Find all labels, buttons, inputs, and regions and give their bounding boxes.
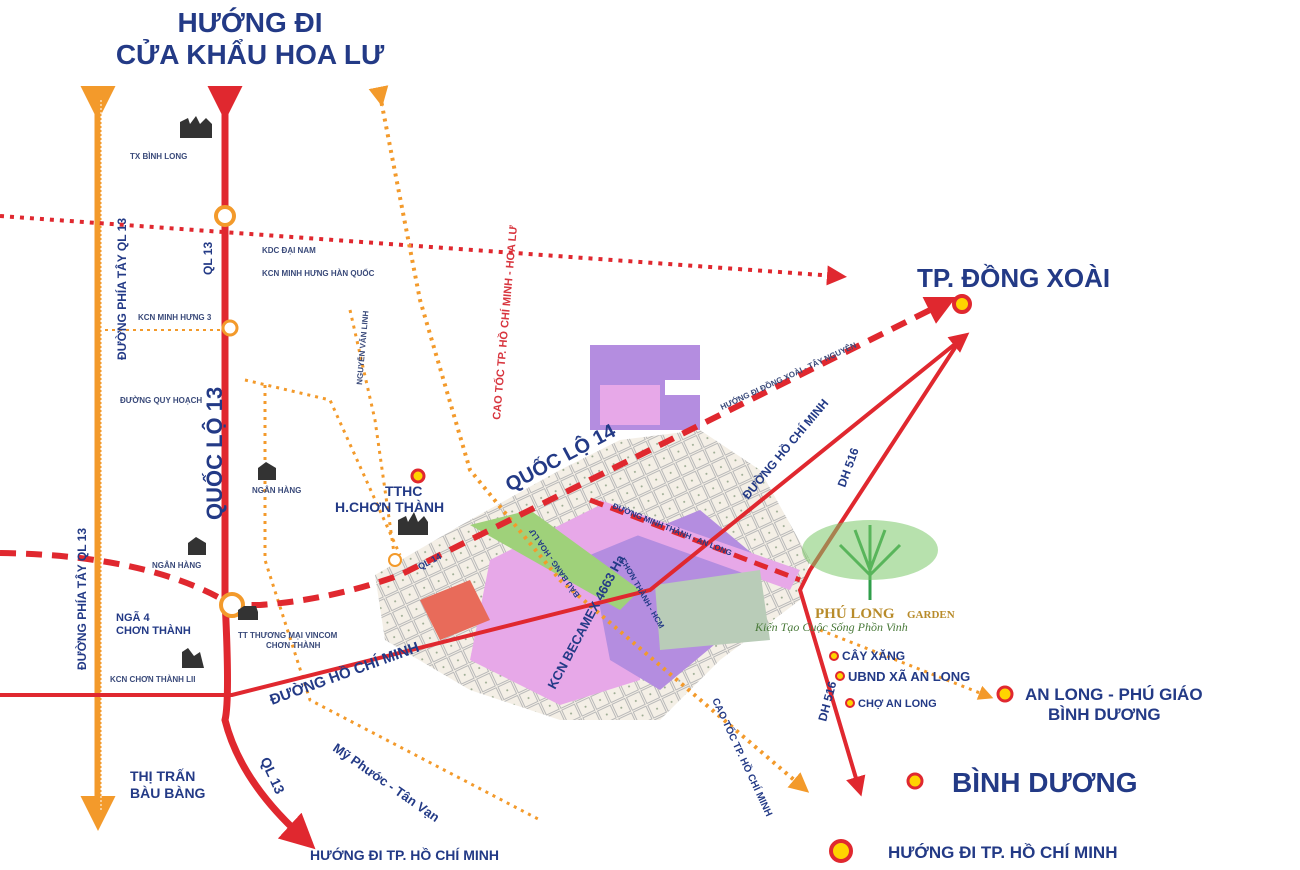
label-binh-duong: BÌNH DƯƠNG xyxy=(952,767,1138,798)
poi-marker xyxy=(829,651,839,661)
road-cao-toc xyxy=(368,85,810,793)
label-kdc-dai-nam: KDC ĐẠI NAM xyxy=(262,246,316,255)
title-line-1: HƯỚNG ĐI xyxy=(177,7,322,38)
label-dong-xoai: TP. ĐỒNG XOÀI xyxy=(917,263,1110,293)
label-dh516-north: DH 516 xyxy=(835,446,862,489)
logo-tagline: Kiến Tạo Cuộc Sống Phồn Vinh xyxy=(754,620,908,634)
label-my-phuoc-tan-van: Mỹ Phước - Tân Vạn xyxy=(330,740,442,825)
label-ngan-hang-1: NGÂN HÀNG xyxy=(252,486,301,495)
label-kcn-minh-hung-hq: KCN MINH HƯNG HÀN QUỐC xyxy=(262,268,375,278)
mall-icon xyxy=(238,606,258,620)
road-dh516 xyxy=(797,338,962,797)
phu-long-garden-logo: PHÚ LONG GARDEN Kiến Tạo Cuộc Sống Phồn … xyxy=(754,520,955,634)
road-duong-phia-tay xyxy=(80,86,116,831)
label-kcn-chon-thanh: KCN CHƠN THÀNH LII xyxy=(110,675,195,684)
tthc-marker xyxy=(410,468,426,484)
logo-name: PHÚ LONG xyxy=(815,605,895,622)
label-vincom-2: CHƠN THÀNH xyxy=(266,641,321,650)
label-hcm-legend: HƯỚNG ĐI TP. HỒ CHÍ MINH xyxy=(888,843,1117,862)
tthc-junction-marker xyxy=(388,553,402,567)
label-an-long-1: AN LONG - PHÚ GIÁO xyxy=(1025,685,1203,704)
bank-icon xyxy=(258,462,276,480)
bank-icon xyxy=(188,537,206,555)
junction-marker xyxy=(214,205,236,227)
label-ubnd: UBND XÃ AN LONG xyxy=(848,669,970,684)
label-tx-binh-long: TX BÌNH LONG xyxy=(130,152,187,161)
logo-suffix: GARDEN xyxy=(907,609,955,621)
label-duong-phia-tay-bottom: ĐƯỜNG PHÍA TÂY QL 13 xyxy=(74,528,89,670)
road-duong-ho-chi-minh xyxy=(0,332,970,697)
label-bau-bang-1: THỊ TRẤN xyxy=(130,768,195,784)
road-ql13 xyxy=(207,86,316,850)
label-tthc-1: TTHC xyxy=(385,483,422,499)
factory-icon xyxy=(182,648,204,668)
road-an-long-link xyxy=(819,628,994,700)
dong-xoai-marker xyxy=(952,294,972,314)
junction-nga4-marker xyxy=(219,592,245,618)
label-cao-toc-north: CAO TỐC TP. HỒ CHÍ MINH - HOA LƯ xyxy=(489,224,520,420)
label-nga4-2: CHƠN THÀNH xyxy=(116,624,191,637)
title-line-2: CỬA KHẨU HOA LƯ xyxy=(116,38,385,70)
label-quoc-lo-13: QUỐC LỘ 13 xyxy=(201,387,227,520)
label-tthc-2: H.CHƠN THÀNH xyxy=(335,499,444,515)
label-nguyen-van-linh: NGUYỄN VĂN LINH xyxy=(355,310,370,385)
label-an-long-2: BÌNH DƯƠNG xyxy=(1048,705,1161,724)
label-cay-xang: CÂY XĂNG xyxy=(842,648,905,663)
label-duong-phia-tay-top: ĐƯỜNG PHÍA TÂY QL 13 xyxy=(114,218,129,360)
label-bau-bang-2: BÀU BÀNG xyxy=(130,785,206,801)
binh-duong-marker xyxy=(906,772,924,790)
label-ngan-hang-2: NGÂN HÀNG xyxy=(152,561,201,570)
poi-marker xyxy=(845,698,855,708)
an-long-marker xyxy=(996,685,1014,703)
label-duong-quy-hoach: ĐƯỜNG QUY HOẠCH xyxy=(120,396,202,405)
road-nguyen-van-linh xyxy=(348,309,397,561)
legend-marker xyxy=(829,839,853,863)
label-nga4-1: NGÃ 4 xyxy=(116,611,151,624)
label-duong-hcm-east: ĐƯỜNG HỒ CHÍ MINH xyxy=(739,396,832,502)
junction-marker xyxy=(221,319,239,337)
poi-marker xyxy=(835,671,845,681)
label-huong-dong-xoai: HƯỚNG ĐI ĐỒNG XOÀI - TÂY NGUYÊN xyxy=(719,340,858,412)
city-icon xyxy=(398,512,428,535)
label-kcn-minh-hung-3: KCN MINH HƯNG 3 xyxy=(138,313,212,322)
label-ql13: QL 13 xyxy=(201,242,215,275)
label-hcm-bottom: HƯỚNG ĐI TP. HỒ CHÍ MINH xyxy=(310,846,499,863)
label-vincom-1: TT THƯƠNG MẠI VINCOM xyxy=(238,631,338,640)
label-cho-an-long: CHỢ AN LONG xyxy=(858,698,937,710)
road-minh-thanh-an-long xyxy=(589,497,801,583)
city-icon xyxy=(180,116,212,138)
